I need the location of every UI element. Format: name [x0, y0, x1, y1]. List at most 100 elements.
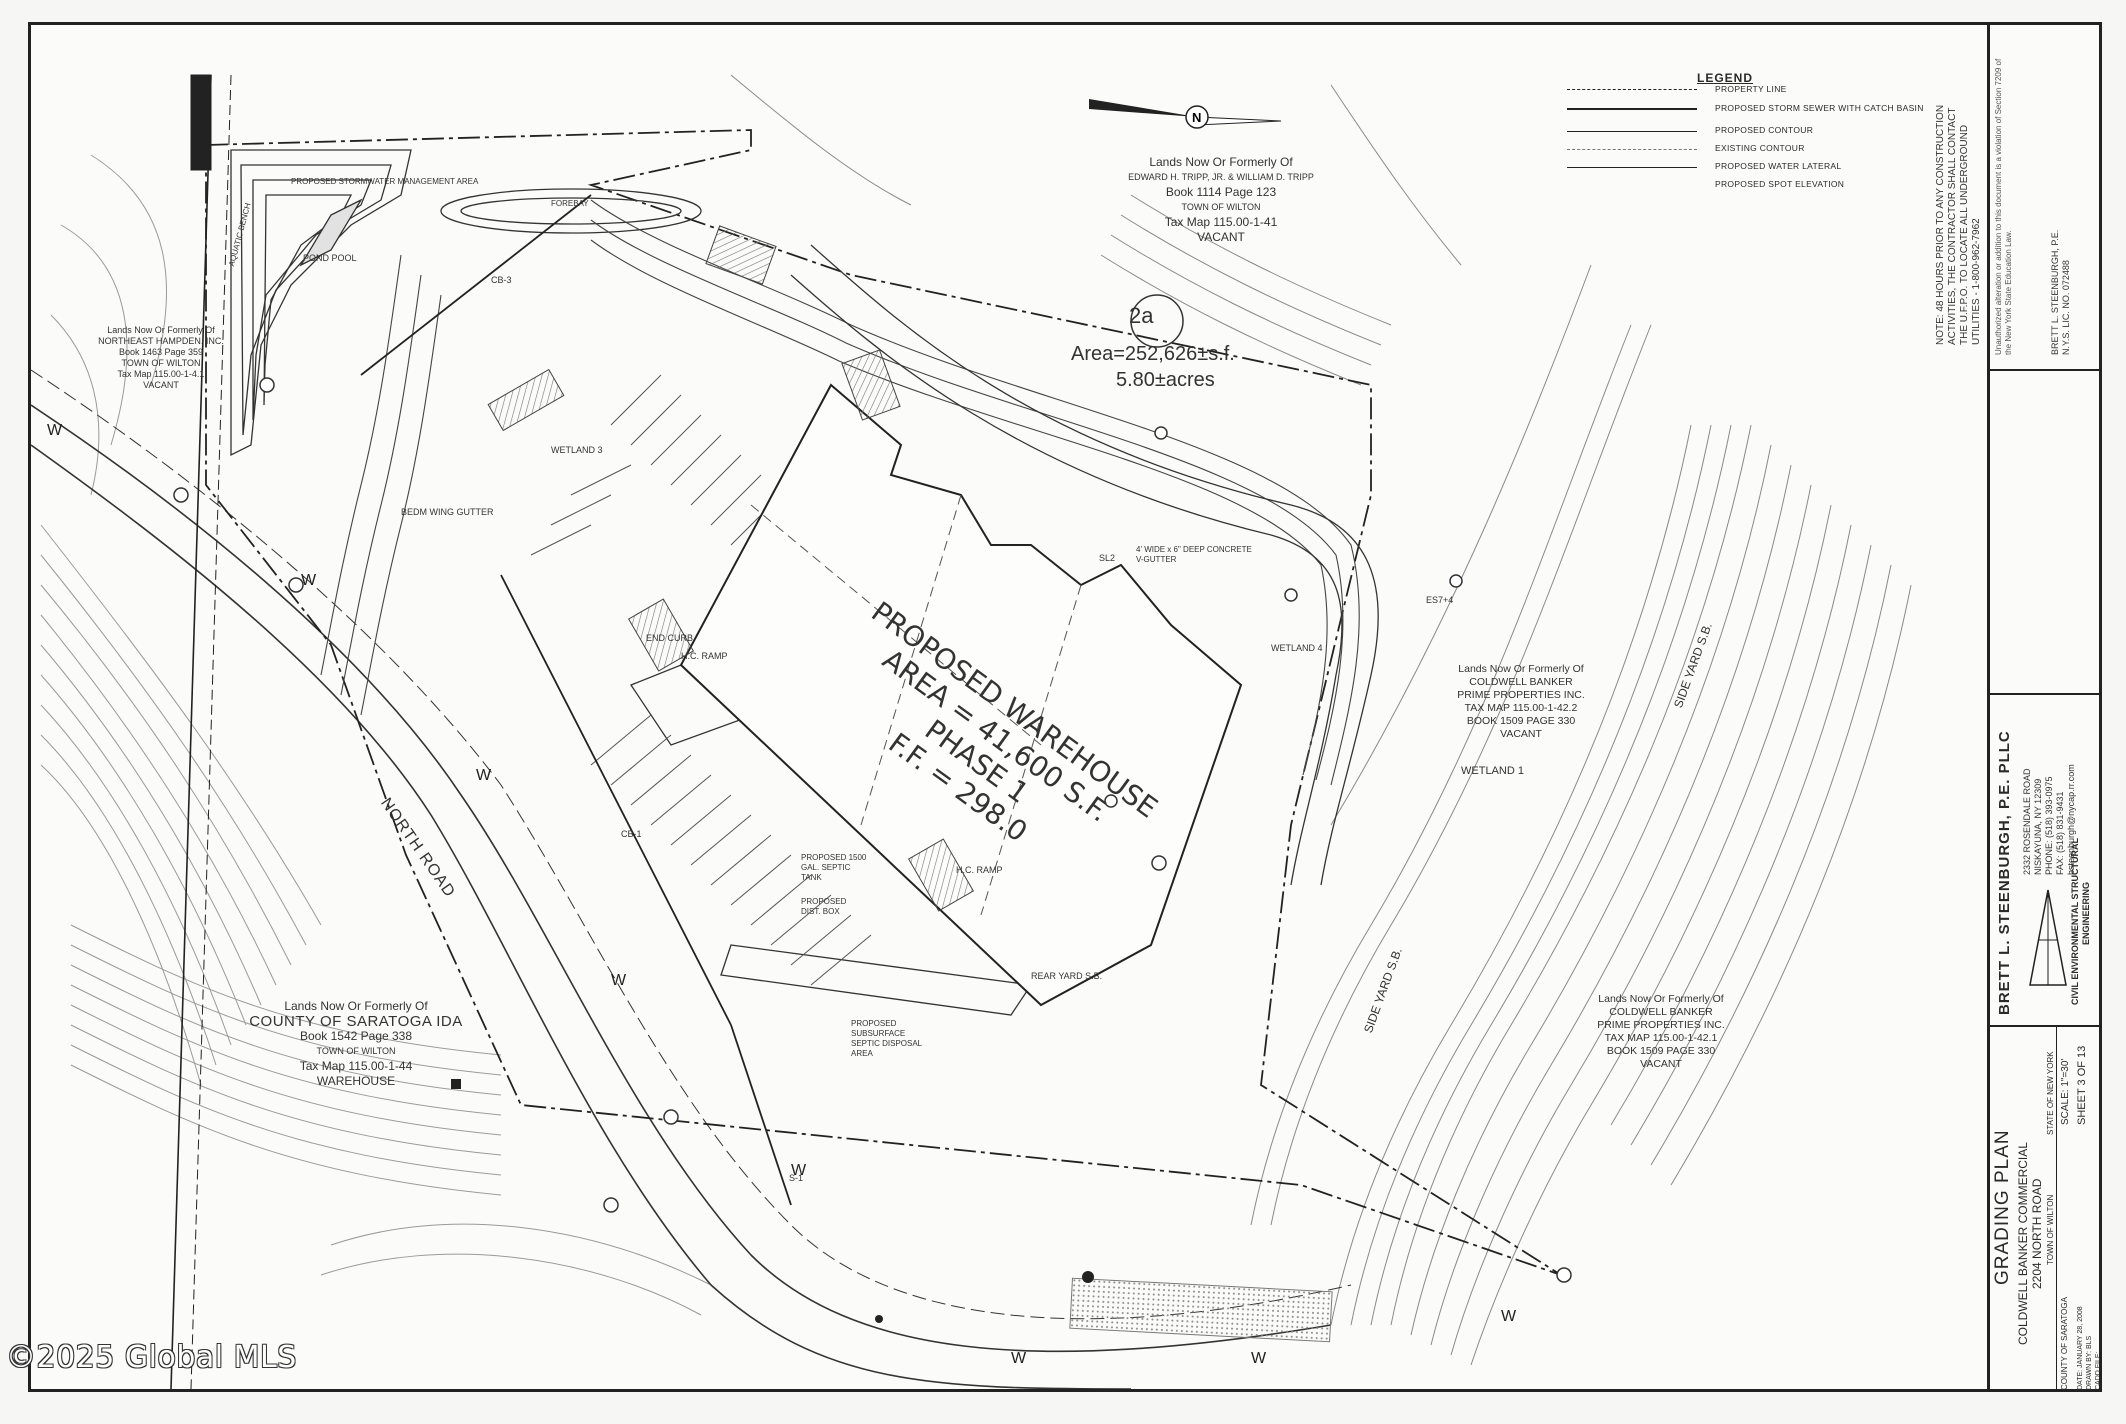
tb-phone: PHONE: (518) 393-0975 [2044, 776, 2054, 875]
parcel-saratoga-line1: Lands Now Or Formerly Of [284, 999, 428, 1013]
parcel-west-use: VACANT [143, 380, 179, 390]
watermark: ©2025 Global MLS [6, 1340, 297, 1375]
note-line-2: ACTIVITIES, THE CONTRACTOR SHALL CONTACT [1947, 107, 1958, 345]
tb-project-name: COLDWELL BANKER COMMERCIAL [2016, 1142, 2030, 1345]
svg-text:W: W [1251, 1350, 1267, 1367]
label-wetland-1: WETLAND 1 [1461, 765, 1524, 777]
label-septic-area: PROPOSED SUBSURFACE SEPTIC DISPOSAL AREA [851, 1019, 922, 1058]
firm-logo-icon [2029, 889, 2067, 986]
existing-contours-west [40, 154, 712, 1316]
tb-license: N.Y.S. LIC. NO. 072488 [2061, 260, 2071, 355]
parcel-west-town: TOWN OF WILTON [121, 358, 201, 368]
parcel-ce-owner: COLDWELL BANKER [1469, 676, 1573, 688]
note-line-4: UTILITIES - 1-800-962-7962 [1971, 218, 1982, 345]
tb-address-1: 2332 ROSENDALE ROAD [2022, 768, 2032, 875]
label-dist-box: PROPOSED DIST. BOX [801, 897, 847, 916]
tb-copyright: Unauthorized alteration or addition to t… [1994, 58, 2013, 355]
tb-divider-3 [1990, 1025, 2099, 1027]
parcel-cs-book: BOOK 1509 PAGE 330 [1606, 1045, 1716, 1057]
legend: LEGEND PROPERTY LINE PROPOSED STORM SEWE… [1567, 71, 1967, 216]
parcel-saratoga-use: WAREHOUSE [316, 1074, 396, 1088]
parcel-north-book: Book 1114 Page 123 [1165, 185, 1277, 199]
lot-id: 2a [1129, 303, 1154, 328]
stormwater-pond [230, 149, 702, 457]
tb-town: TOWN OF WILTON [2046, 1194, 2055, 1265]
label-septic-tank: PROPOSED 1500 GAL. SEPTIC TANK [801, 853, 867, 882]
legend-item-water-lateral: PROPOSED WATER LATERAL [1715, 161, 1842, 171]
svg-text:W: W [1011, 1350, 1027, 1367]
legend-swatch-property [1567, 89, 1697, 90]
utility-note: NOTE: 48 HOURS PRIOR TO ANY CONSTRUCTION… [1935, 105, 1983, 345]
parcel-north-use: VACANT [1197, 230, 1245, 244]
parcel-ce-taxmap: TAX MAP 115.00-1-42.2 [1464, 702, 1578, 714]
parcel-label-coldwell-south: Lands Now Or Formerly Of COLDWELL BANKER… [1561, 993, 1761, 1071]
label-es: ES7+4 [1426, 595, 1454, 605]
tb-project: COLDWELL BANKER COMMERCIAL 2204 NORTH RO… [2016, 1142, 2044, 1345]
tb-vertical-divider [2056, 1025, 2057, 1389]
svg-text:W: W [611, 972, 627, 989]
label-s1: S-1 [789, 1173, 804, 1183]
parcel-saratoga-town: TOWN OF WILTON [316, 1046, 396, 1056]
lot-id-circle [1130, 294, 1184, 348]
existing-contours-east [730, 74, 1912, 1366]
parcel-cs-owner: COLDWELL BANKER [1609, 1006, 1713, 1018]
svg-text:W: W [1501, 1308, 1517, 1325]
parcel-saratoga-owner: COUNTY OF SARATOGA IDA [249, 1013, 463, 1030]
tb-discipline: CIVIL ENVIRONMENTAL STRUCTURAL ENGINEERI… [2070, 838, 2092, 1005]
svg-text:W: W [301, 572, 317, 589]
label-wetland-3: WETLAND 3 [551, 445, 603, 455]
label-cb3: CB-3 [491, 275, 512, 285]
parcel-ce-book: BOOK 1509 PAGE 330 [1466, 715, 1576, 727]
label-forebay: FOREBAY [551, 199, 589, 208]
parcel-label-saratoga: Lands Now Or Formerly Of COUNTY OF SARAT… [231, 999, 481, 1089]
note-line-1: NOTE: 48 HOURS PRIOR TO ANY CONSTRUCTION [1935, 104, 1946, 345]
catch-basins [173, 377, 1572, 1283]
parcel-north-owner: EDWARD H. TRIPP, JR. & WILLIAM D. TRIPP [1128, 172, 1314, 182]
parcel-west-owner: NORTHEAST HAMPDEN, INC. [98, 336, 224, 346]
parcel-cs-line1: Lands Now Or Formerly Of [1598, 993, 1724, 1005]
svg-text:N: N [1192, 110, 1201, 125]
parcel-label-west: Lands Now Or Formerly Of NORTHEAST HAMPD… [51, 325, 271, 391]
tb-firm-address: 2332 ROSENDALE ROAD NISKAYUNA, NY 12309 … [2022, 764, 2077, 875]
label-hc-ramp-1: H.C. RAMP [681, 651, 728, 661]
parcel-north-taxmap: Tax Map 115.00-1-41 [1164, 215, 1278, 229]
parcel-west-line1: Lands Now Or Formerly Of [107, 325, 215, 335]
svg-text:W: W [47, 422, 63, 439]
tb-drawn-by: DRAWN BY: BLS [2086, 1335, 2093, 1390]
parcel-north-town: TOWN OF WILTON [1181, 202, 1261, 212]
parcel-west-taxmap: Tax Map 115.00-1-4.1 [117, 369, 205, 379]
label-stormwater-area: PROPOSED STORMWATER MANAGEMENT AREA [291, 177, 479, 186]
western-boundary [170, 74, 232, 1389]
legend-item-storm-sewer: PROPOSED STORM SEWER WITH CATCH BASIN [1715, 103, 1924, 113]
label-end-curb: END CURB [646, 633, 694, 643]
property-line-lot-2a [205, 129, 1562, 1276]
tb-drawing-info: DATE: JANUARY 28, 2008 DRAWN BY: BLS CAD… [2076, 1306, 2103, 1390]
parking-stalls [530, 374, 872, 986]
tb-engineer: BRETT L. STEENBURGH, P.E. [2050, 229, 2060, 355]
tb-state: STATE OF NEW YORK [2046, 1051, 2055, 1135]
legend-item-spot-elevation: PROPOSED SPOT ELEVATION [1715, 179, 1845, 189]
parcel-saratoga-book: Book 1542 Page 338 [299, 1029, 413, 1043]
tb-cadd-file: CADD FILE: [2095, 1351, 2102, 1390]
water-line-markers: WW WW WW WW [47, 422, 1517, 1367]
parcel-cs-taxmap: TAX MAP 115.00-1-42.1 [1604, 1032, 1718, 1044]
tb-divider-1 [1990, 369, 2099, 371]
parcel-ce-line1: Lands Now Or Formerly Of [1458, 663, 1584, 675]
tb-discipline-2: ENGINEERING [2081, 881, 2091, 945]
legend-swatch-water [1567, 167, 1697, 168]
parcel-ce-owner2: PRIME PROPERTIES INC. [1457, 689, 1585, 701]
parcel-saratoga-taxmap: Tax Map 115.00-1-44 [299, 1059, 413, 1073]
label-berm-gutter: BEDM WING GUTTER [401, 507, 494, 517]
svg-text:W: W [476, 767, 492, 784]
tb-fax: FAX: (518) 831-9431 [2055, 791, 2065, 875]
tb-engineer-seal: BRETT L. STEENBURGH, P.E. N.Y.S. LIC. NO… [2050, 230, 2072, 355]
tb-discipline-1: CIVIL ENVIRONMENTAL STRUCTURAL [2070, 837, 2080, 1005]
label-hc-ramp-2: H.C. RAMP [956, 865, 1003, 875]
north-arrow-icon: N [1089, 99, 1282, 129]
storm-sewer [360, 194, 792, 1206]
label-pond-pool: POND POOL [303, 253, 357, 263]
label-sl2: SL2 [1099, 553, 1116, 563]
site-plan-drawing: N WW WW WW WW [31, 74, 1912, 1389]
legend-swatch-storm [1567, 108, 1697, 110]
label-cb1: CB-1 [621, 829, 642, 839]
